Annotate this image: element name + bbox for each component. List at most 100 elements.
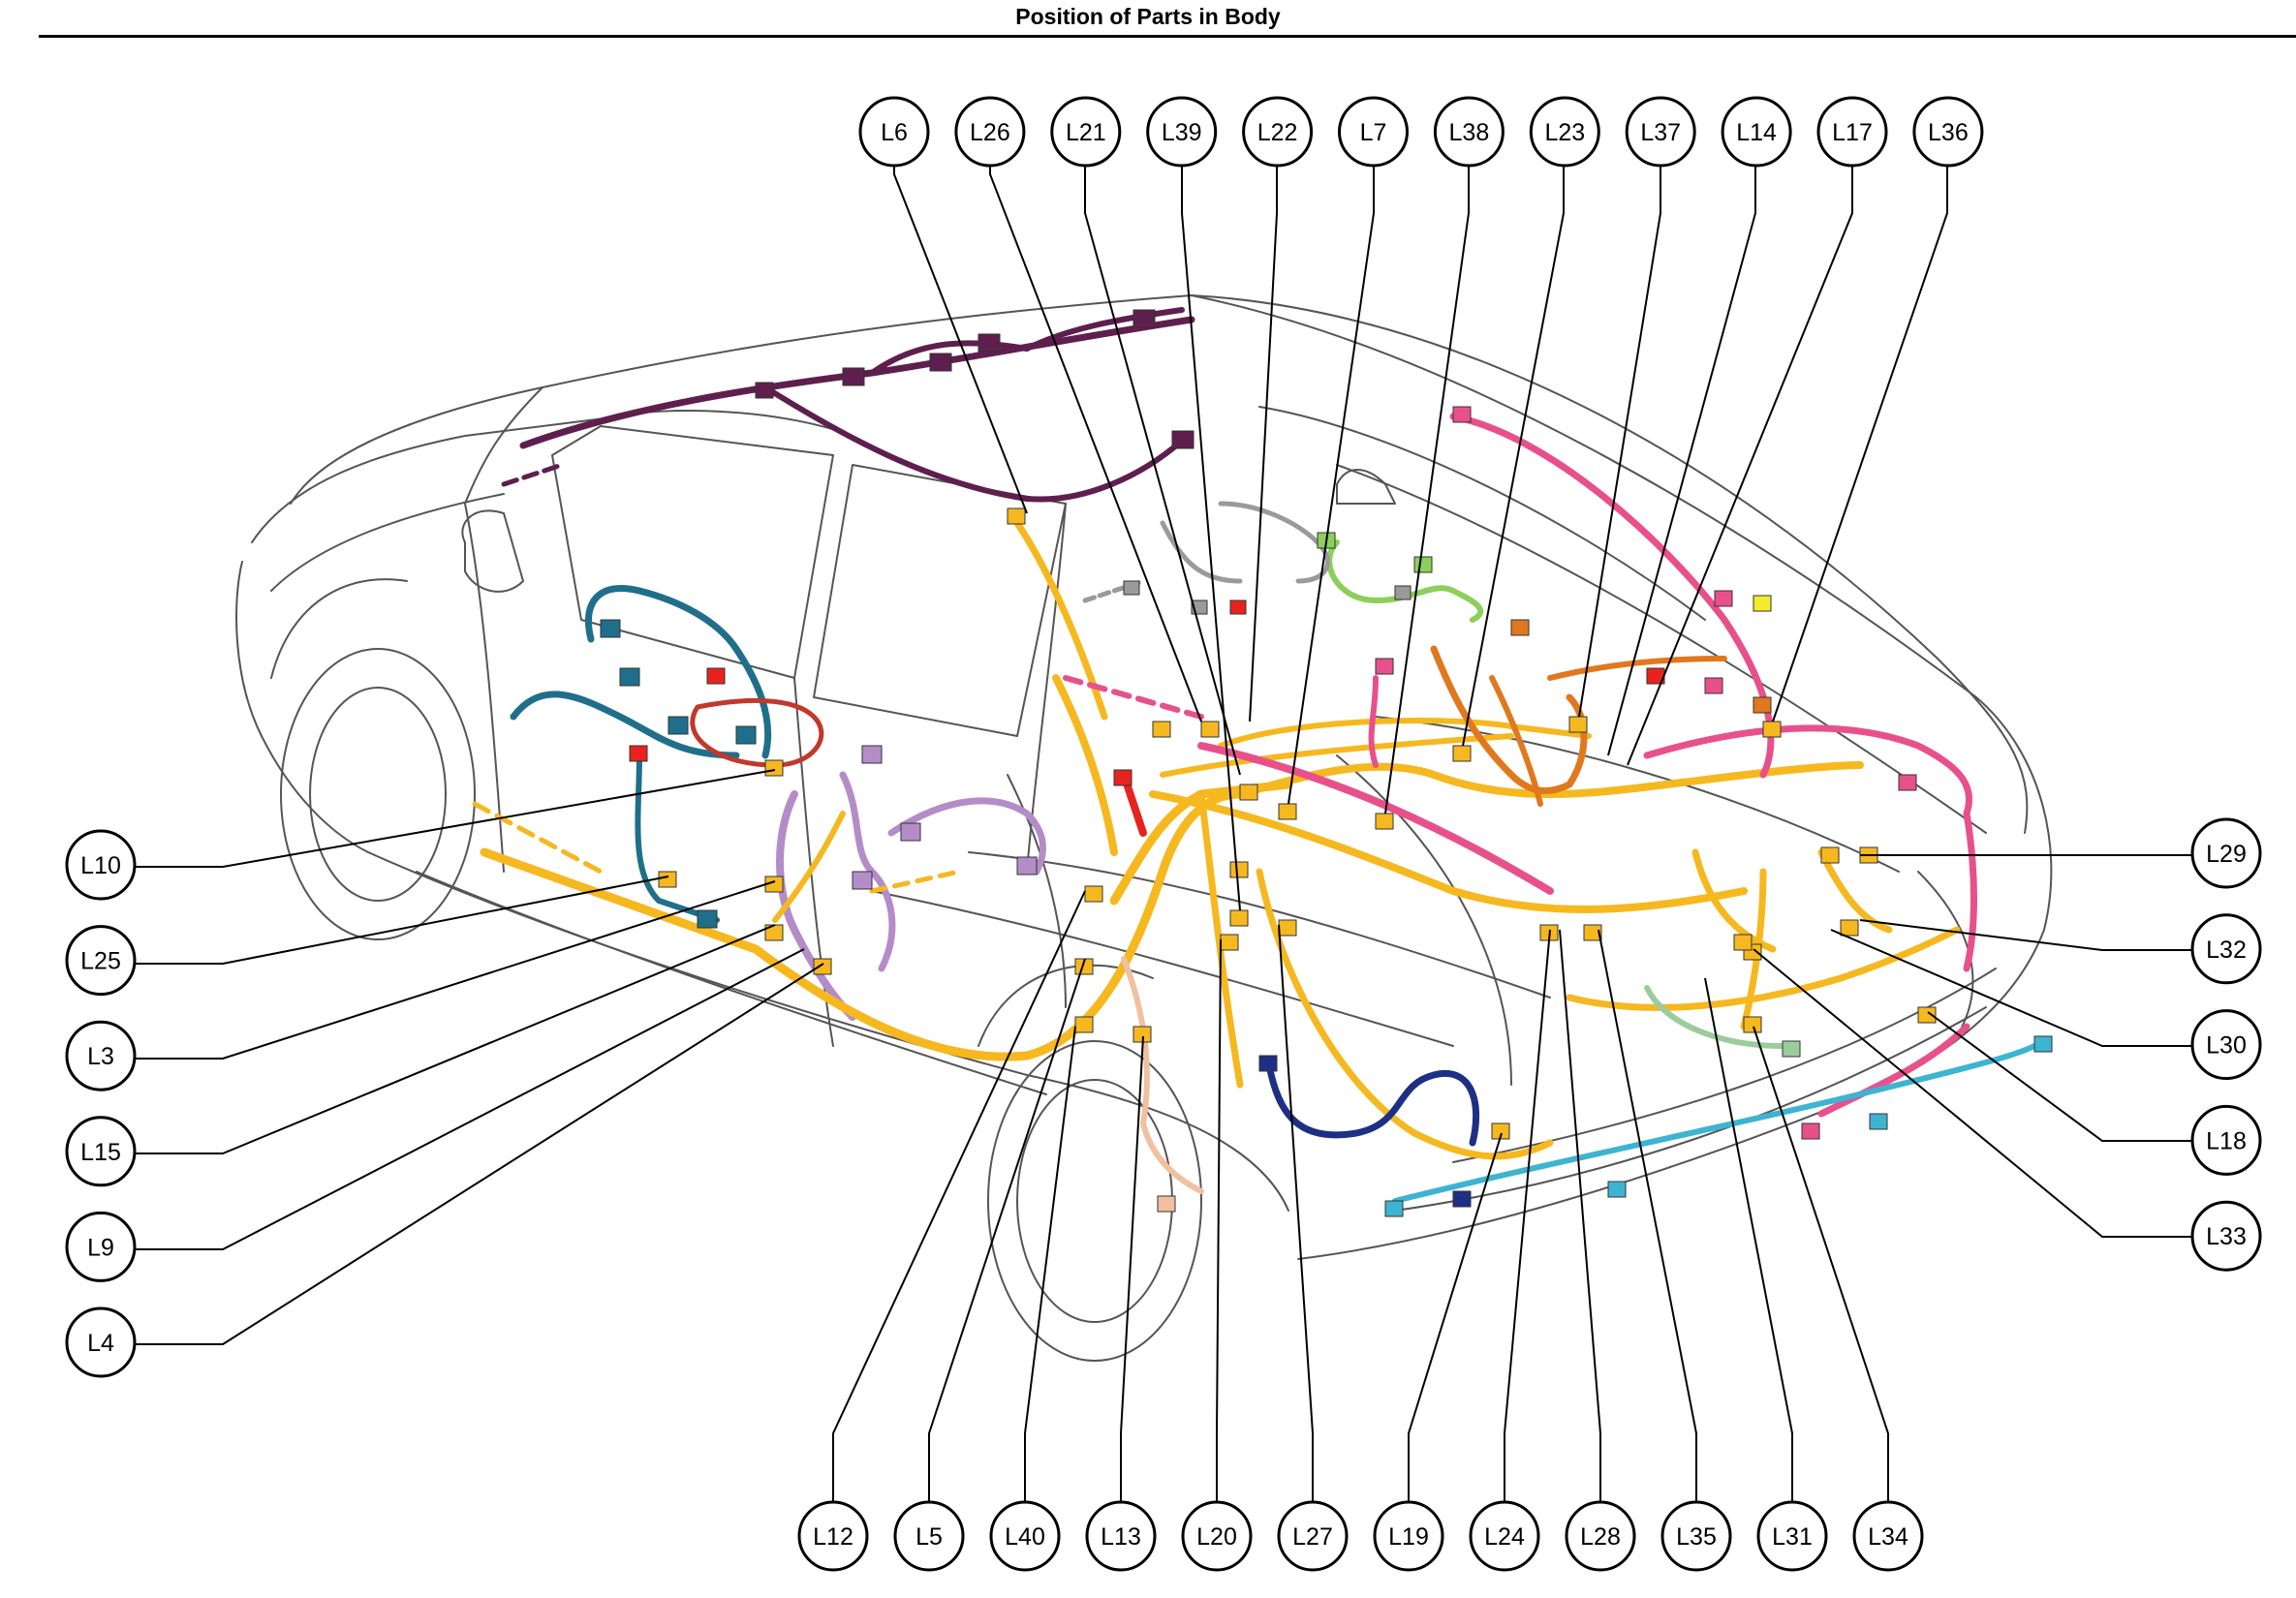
callout-l17: L17 bbox=[1816, 96, 1888, 168]
callout-l19: L19 bbox=[1373, 1500, 1444, 1572]
connector bbox=[1733, 934, 1753, 951]
callout-label: L13 bbox=[1101, 1523, 1141, 1551]
callout-circle bbox=[1277, 1500, 1349, 1572]
callout-label: L29 bbox=[2206, 841, 2247, 868]
connector bbox=[1074, 1016, 1094, 1033]
title-rule bbox=[39, 35, 2296, 38]
callout-l4: L4 bbox=[65, 1306, 137, 1378]
callout-circle bbox=[954, 96, 1026, 168]
callout-label: L33 bbox=[2206, 1223, 2247, 1250]
connector bbox=[764, 759, 784, 777]
callout-circle bbox=[893, 1500, 965, 1572]
callout-l25: L25 bbox=[65, 925, 137, 997]
callout-circle bbox=[2190, 1009, 2262, 1081]
callout-l34: L34 bbox=[1852, 1500, 1924, 1572]
callout-l10: L10 bbox=[65, 829, 137, 901]
callout-label: L35 bbox=[1676, 1523, 1717, 1551]
callout-l26: L26 bbox=[954, 96, 1026, 168]
connector bbox=[1200, 721, 1220, 738]
callout-l21: L21 bbox=[1050, 96, 1122, 168]
diagram-title: Position of Parts in Body bbox=[1015, 4, 1281, 29]
connector bbox=[1239, 784, 1258, 801]
callout-circle bbox=[797, 1500, 869, 1572]
callout-circle bbox=[1469, 1500, 1540, 1572]
callout-l38: L38 bbox=[1433, 96, 1505, 168]
callout-label: L39 bbox=[1162, 119, 1202, 146]
callout-circle bbox=[1050, 96, 1122, 168]
callout-label: L24 bbox=[1484, 1523, 1525, 1551]
connector bbox=[1007, 507, 1026, 525]
connector bbox=[1743, 1016, 1762, 1033]
callout-label: L21 bbox=[1066, 119, 1106, 146]
connector bbox=[1452, 745, 1472, 762]
rear-body-harness bbox=[1197, 742, 1554, 895]
callout-circle bbox=[1756, 1500, 1828, 1572]
callout-circle bbox=[1146, 96, 1218, 168]
connector bbox=[1278, 919, 1297, 937]
callout-label: L15 bbox=[80, 1139, 121, 1166]
callout-label: L25 bbox=[80, 948, 121, 975]
callout-l14: L14 bbox=[1721, 96, 1792, 168]
callout-label: L4 bbox=[87, 1330, 114, 1357]
callout-l9: L9 bbox=[65, 1211, 137, 1282]
callout-circle bbox=[1433, 96, 1505, 168]
callout-circle bbox=[1373, 1500, 1444, 1572]
callout-label: L14 bbox=[1736, 119, 1777, 146]
callout-circle bbox=[1912, 96, 1984, 168]
callout-l30: L30 bbox=[2190, 1009, 2262, 1081]
callout-label: L9 bbox=[87, 1234, 114, 1261]
callout-label: L7 bbox=[1360, 119, 1387, 146]
connector bbox=[1229, 909, 1249, 927]
connector bbox=[1840, 919, 1859, 937]
connector bbox=[1583, 924, 1602, 941]
callout-label: L10 bbox=[80, 852, 121, 879]
callout-circle bbox=[65, 1306, 137, 1378]
connector-blocks bbox=[600, 309, 2053, 1217]
callout-leader-lines bbox=[135, 160, 2192, 1501]
callout-label: L38 bbox=[1449, 119, 1490, 146]
callout-label: L32 bbox=[2206, 937, 2247, 964]
callout-l37: L37 bbox=[1625, 96, 1696, 168]
callout-l5: L5 bbox=[893, 1500, 965, 1572]
callout-circle bbox=[1721, 96, 1792, 168]
connector bbox=[1762, 721, 1782, 738]
callout-l31: L31 bbox=[1756, 1500, 1828, 1572]
callout-l24: L24 bbox=[1469, 1500, 1540, 1572]
main-floor-harness bbox=[480, 789, 1245, 1061]
connector bbox=[1375, 813, 1394, 830]
connector bbox=[1152, 721, 1171, 738]
callout-l6: L6 bbox=[858, 96, 930, 168]
callout-circle bbox=[1565, 1500, 1636, 1572]
callout-label: L5 bbox=[915, 1523, 943, 1551]
callout-label: L3 bbox=[87, 1043, 114, 1070]
callout-label: L36 bbox=[1928, 119, 1969, 146]
callout-label: L28 bbox=[1580, 1523, 1621, 1551]
callout-l13: L13 bbox=[1085, 1500, 1157, 1572]
callout-l36: L36 bbox=[1912, 96, 1984, 168]
connector bbox=[658, 871, 677, 888]
callout-label: L27 bbox=[1292, 1523, 1333, 1551]
callout-circle bbox=[1660, 1500, 1732, 1572]
callout-circle bbox=[1852, 1500, 1924, 1572]
callout-circle bbox=[1338, 96, 1409, 168]
callout-circle bbox=[65, 1116, 137, 1187]
callout-label: L19 bbox=[1388, 1523, 1429, 1551]
callout-label: L31 bbox=[1772, 1523, 1813, 1551]
callout-l18: L18 bbox=[2190, 1104, 2262, 1176]
connector bbox=[813, 958, 832, 975]
callout-circle bbox=[2190, 817, 2262, 889]
callout-l15: L15 bbox=[65, 1116, 137, 1187]
callout-circle bbox=[1625, 96, 1696, 168]
callout-circle bbox=[1529, 96, 1600, 168]
callout-label: L18 bbox=[2206, 1127, 2247, 1154]
callout-l27: L27 bbox=[1277, 1500, 1349, 1572]
callout-label: L17 bbox=[1832, 119, 1873, 146]
callout-l22: L22 bbox=[1242, 96, 1314, 168]
connector bbox=[1278, 803, 1297, 820]
callout-label: L40 bbox=[1005, 1523, 1045, 1551]
car-body-outline bbox=[235, 294, 2053, 1362]
callout-circle bbox=[1242, 96, 1314, 168]
callout-circle bbox=[1085, 1500, 1157, 1572]
